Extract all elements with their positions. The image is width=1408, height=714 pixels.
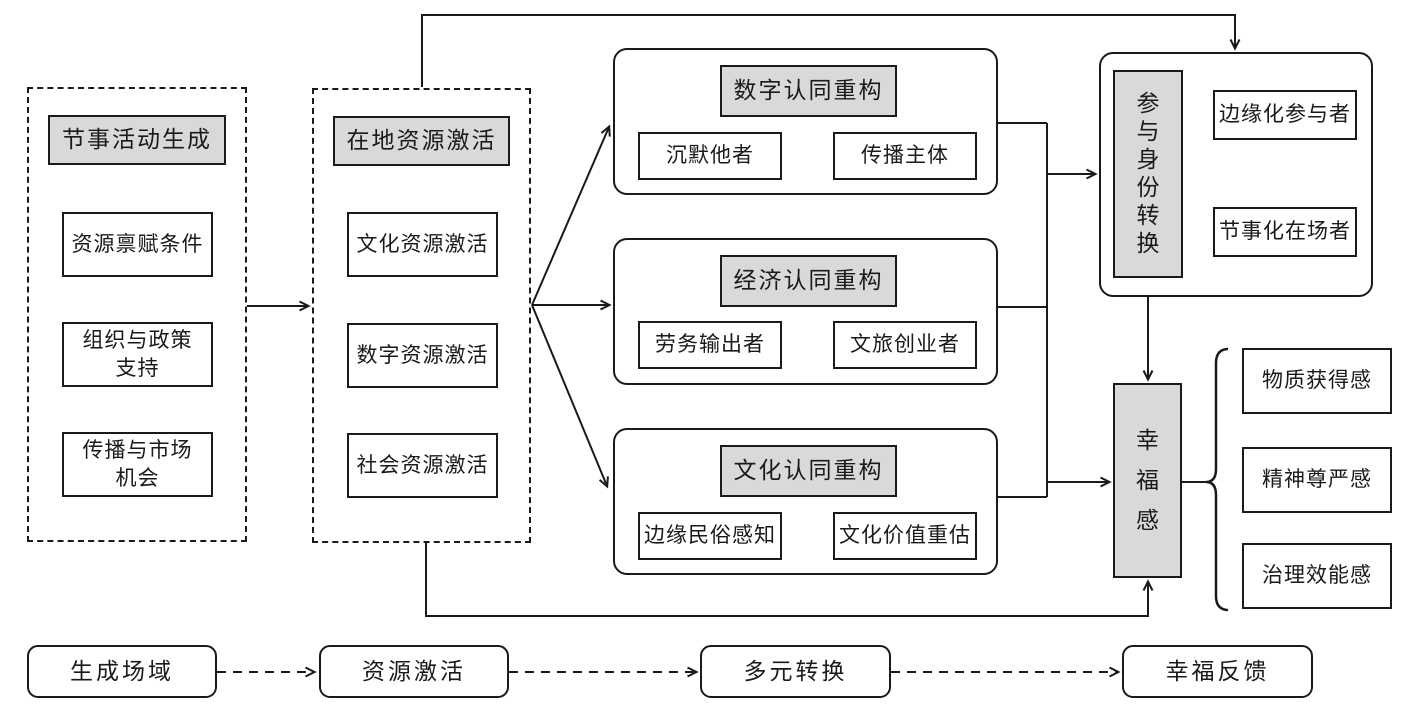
stage1-item-policy-support: 组织与政策 支持 (62, 322, 213, 387)
outcome-material-gain: 物质获得感 (1242, 348, 1392, 414)
group-digital-identity-header: 数字认同重构 (720, 65, 897, 117)
box-communication-subject: 传播主体 (833, 132, 977, 180)
stage2-item-cultural-activation: 文化资源激活 (347, 212, 498, 277)
outcome-spiritual-dignity: 精神尊严感 (1242, 447, 1392, 513)
stage2-header: 在地资源激活 (333, 116, 510, 166)
box-festivalized-presence: 节事化在场者 (1213, 207, 1357, 257)
arrow-fan-top (531, 124, 611, 306)
stage2-item-digital-activation: 数字资源激活 (347, 323, 498, 388)
stage2-panel (312, 88, 531, 543)
box-silent-other: 沉默他者 (638, 132, 782, 180)
stage1-header: 节事活动生成 (48, 115, 226, 165)
group-cultural-identity-header: 文化认同重构 (720, 445, 897, 497)
stage1-item-market-opportunity: 传播与市场 机会 (62, 432, 213, 497)
stage1-item-resource-endowment: 资源禀赋条件 (62, 212, 213, 277)
top-feedback-line (421, 14, 1241, 87)
outcome-governance-efficacy: 治理效能感 (1242, 543, 1392, 609)
phase-resource-activation: 资源激活 (319, 645, 509, 698)
bottom-feedback-line (425, 543, 1154, 617)
box-cultural-value-revaluation: 文化价值重估 (833, 512, 977, 560)
box-marginalized-participant: 边缘化参与者 (1213, 90, 1357, 140)
phase-multiple-transformation: 多元转换 (700, 645, 891, 698)
phase-generation-field: 生成场域 (27, 645, 217, 698)
phase-wellbeing-feedback: 幸福反馈 (1122, 645, 1313, 698)
box-labor-exporter: 劳务输出者 (638, 321, 782, 369)
stage2-item-social-activation: 社会资源激活 (347, 433, 498, 498)
box-marginal-folklore-perception: 边缘民俗感知 (638, 512, 782, 560)
stage1-panel (27, 87, 247, 542)
identity-shift-header: 参 与 身 份 转 换 (1113, 70, 1183, 278)
wellbeing-box: 幸 福 感 (1113, 383, 1182, 578)
arrow-fan-bottom (531, 304, 609, 489)
group-economic-identity-header: 经济认同重构 (720, 255, 897, 307)
box-tourism-entrepreneur: 文旅创业者 (833, 321, 977, 369)
outcomes-brace (1205, 347, 1229, 612)
